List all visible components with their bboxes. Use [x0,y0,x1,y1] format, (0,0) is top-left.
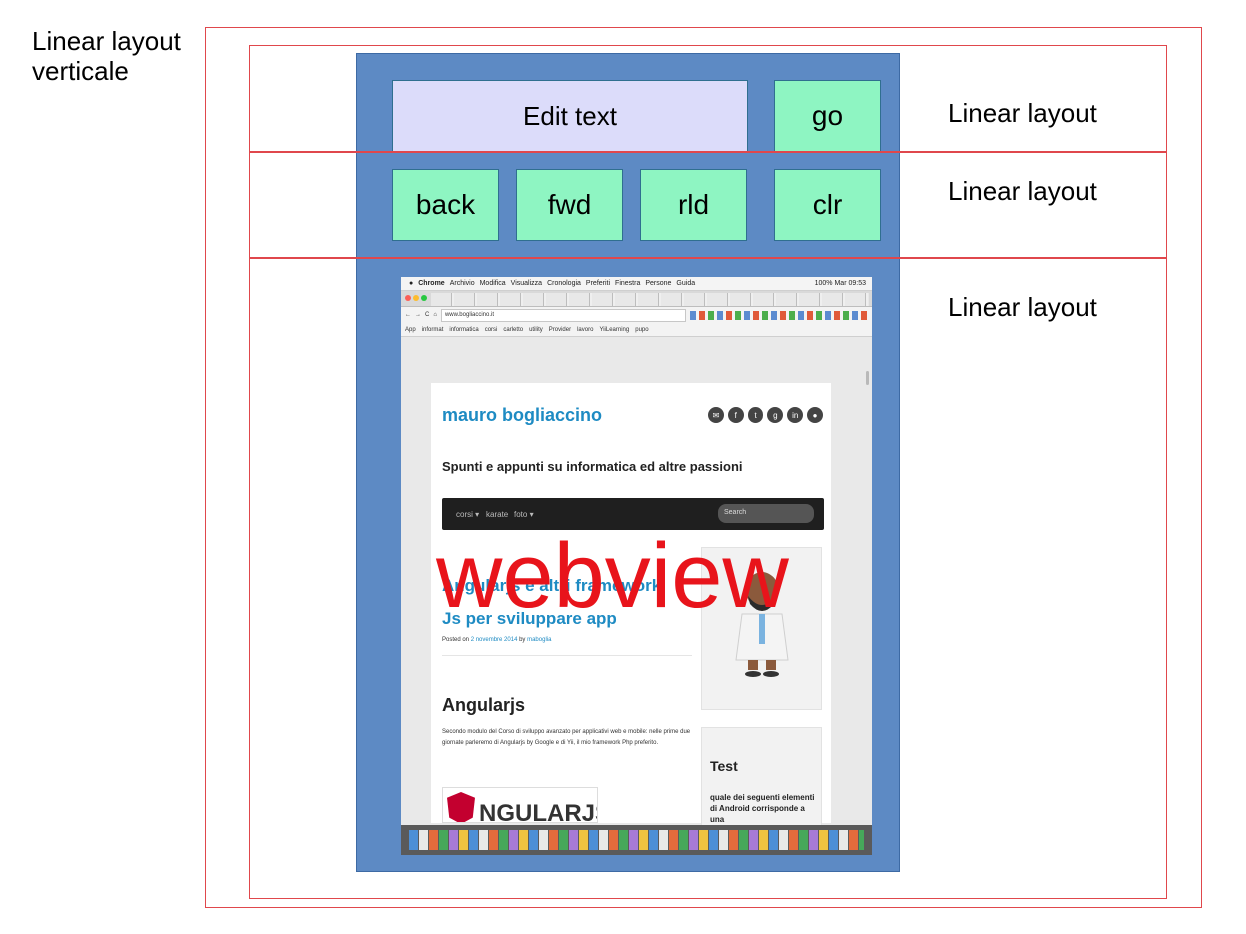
social-icon[interactable]: ✉ [708,407,724,423]
menubar-item: Guida [676,280,696,287]
window-minimize-icon[interactable] [413,295,419,301]
bookmark-item[interactable]: App [405,326,416,333]
home-icon[interactable]: ⌂ [433,312,437,318]
section-heading: Angularjs [442,695,526,715]
widget-text: quale dei seguenti elementi di Android c… [710,793,815,824]
menubar-item: Cronologia [547,280,581,287]
bookmark-item[interactable]: informat [421,326,444,333]
extension-icons[interactable] [689,310,868,320]
facebook-icon[interactable]: f [727,407,744,423]
reload-button[interactable]: rld [640,169,747,241]
mac-menubar: ● Chrome Archivio Modifica Visualizza Cr… [401,277,872,291]
twitter-icon[interactable]: t [747,407,764,423]
clear-button[interactable]: clr [774,169,881,241]
angular-shield-icon [447,792,475,822]
forward-button[interactable]: fwd [516,169,623,241]
web-page: mauro bogliaccino ✉ f t g in ● Spunti e … [431,383,831,827]
site-navbar: corsi ▾ karate foto ▾ Search [442,498,824,530]
row-separator [249,257,1167,259]
post-meta: Posted on 2 novembre 2014 by maboglia [442,637,551,643]
menubar-app: Chrome [418,280,445,287]
row1-layout-label: Linear layout [948,98,1097,128]
address-bar[interactable]: www.bogliaccino.it [440,308,686,322]
google-plus-icon[interactable]: g [767,407,784,423]
bookmark-item[interactable]: YiiLearning [599,326,630,333]
menubar-status: 100% Mar 09:53 [814,280,866,287]
posted-by: by [519,637,526,643]
cartoon-avatar [735,567,789,677]
apple-icon: ● [409,280,414,287]
nav-item[interactable]: foto ▾ [514,510,534,519]
window-close-icon[interactable] [405,295,411,301]
row3-layout-label: Linear layout [948,292,1097,322]
reload-icon[interactable]: C [425,312,430,318]
nav-item[interactable]: karate [486,510,509,519]
browser-tabs[interactable] [431,293,869,306]
menubar-item: Modifica [479,280,506,287]
webview-screenshot[interactable]: ● Chrome Archivio Modifica Visualizza Cr… [401,277,872,855]
forward-arrow-icon[interactable]: → [415,312,421,318]
bookmark-item[interactable]: carletto [503,326,524,333]
dock-app-icons[interactable] [409,830,864,850]
bookmark-item[interactable]: corsi [484,326,498,333]
bookmarks-bar: App informat informatica corsi carletto … [401,323,872,337]
post-body: Secondo modulo del Corso di sviluppo ava… [442,729,691,746]
bookmark-item[interactable]: utility [529,326,543,333]
menubar-item: Persone [645,280,672,287]
rss-icon[interactable]: ● [807,407,823,423]
site-tagline: Spunti e appunti su informatica ed altre… [442,459,743,474]
angular-logo-text: NGULARJS [479,800,598,823]
post-title[interactable]: Angularjs e altri framework Js per svilu… [442,576,662,628]
outer-layout-label: Linear layout verticale [32,26,181,86]
browser-tab-strip [401,291,872,307]
site-title[interactable]: mauro bogliaccino [442,405,603,425]
menubar-item: Archivio [449,280,475,287]
row2-layout-label: Linear layout [948,176,1097,206]
back-arrow-icon[interactable]: ← [405,312,411,318]
menubar-item: Finestra [615,280,641,287]
row-separator [249,151,1167,153]
mac-dock [401,825,872,855]
posted-prefix: Posted on [442,637,470,643]
address-text: www.bogliaccino.it [444,312,494,318]
sidebar-test-widget: Test quale dei seguenti elementi di Andr… [701,727,822,827]
back-button[interactable]: back [392,169,499,241]
site-search-input[interactable]: Search [718,504,814,523]
menubar-item: Preferiti [585,280,611,287]
outer-linear-layout-frame [205,27,1202,908]
inner-linear-layout-frame [249,45,1167,899]
bookmark-item[interactable]: informatica [449,326,479,333]
post-divider [442,655,692,656]
webview-label: webview [436,525,789,627]
social-icons: ✉ f t g in ● [708,407,823,427]
go-button[interactable]: go [774,80,881,152]
nav-item[interactable]: corsi ▾ [456,510,480,519]
window-zoom-icon[interactable] [421,295,427,301]
bookmark-item[interactable]: lavoro [577,326,594,333]
posted-author[interactable]: maboglia [527,637,552,643]
page-scrollbar[interactable] [866,371,869,385]
bookmark-item[interactable]: Provider [548,326,572,333]
widget-title: Test [710,758,738,774]
edit-text-field[interactable]: Edit text [392,80,748,152]
menubar-item: Visualizza [510,280,543,287]
angularjs-logo: NGULARJS [442,787,598,823]
posted-date[interactable]: 2 novembre 2014 [470,637,518,643]
browser-toolbar: ← → C ⌂ www.bogliaccino.it [401,307,872,323]
site-search-placeholder: Search [724,509,747,516]
linkedin-icon[interactable]: in [787,407,804,423]
bookmark-item[interactable]: pupo [635,326,649,333]
sidebar-avatar-box [701,547,822,710]
